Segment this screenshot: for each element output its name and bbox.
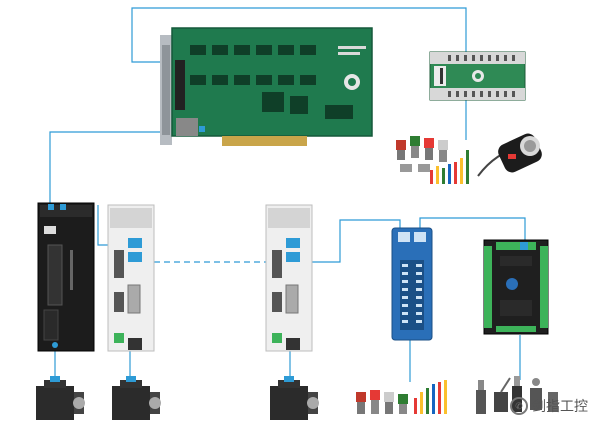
link-card-to-terminal-board [131,7,467,75]
servo-motor-1 [36,376,85,420]
connection-lines [49,7,526,382]
plc-controller [483,239,549,335]
push-buttons-group-bottom [356,380,447,414]
push-buttons-group-top [396,136,469,184]
servo-drive-white-1 [107,204,155,352]
servo-motor-2 [112,376,161,420]
motion-control-card [160,27,373,146]
watermark-text: 剑指工控 [532,398,588,414]
link-io-to-plc [419,217,526,245]
watermark: ✆ 剑指工控 [510,396,588,416]
wechat-icon: ✆ [510,397,528,415]
servo-drive-white-2 [265,204,313,352]
terminal-board [429,51,526,101]
servo-drive-dark [37,202,95,352]
servo-motor-3 [270,376,319,420]
link-white-servo-2-to-io [300,219,401,263]
remote-io-module [391,227,433,341]
handwheel-pendant [477,133,542,177]
link-card-to-dark-servo [49,131,200,205]
